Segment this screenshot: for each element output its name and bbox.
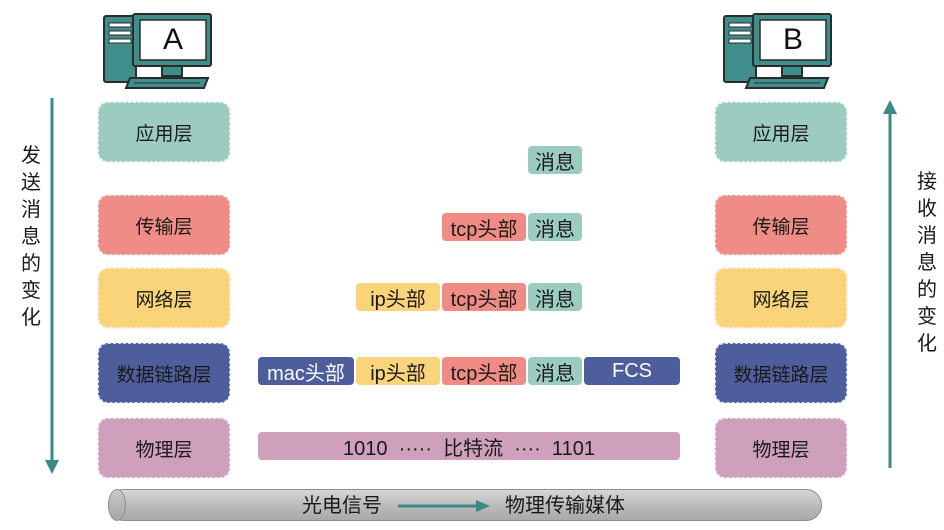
layer-b-network: 网络层 (715, 268, 847, 328)
link-fcs-block: FCS (584, 357, 680, 385)
host-b-label: B (782, 23, 803, 56)
transport-message-block: 消息 (528, 213, 582, 241)
computer-b: B (720, 12, 832, 90)
layer-a-datalink: 数据链路层 (98, 343, 230, 403)
link-tcp-header-block: tcp头部 (442, 357, 526, 385)
network-message-block: 消息 (528, 283, 582, 311)
medium-end-cap (108, 489, 126, 521)
medium-left-label: 光电信号 (302, 493, 382, 517)
layer-b-application: 应用层 (715, 102, 847, 162)
receive-caption: 接收消息的变化 (917, 169, 937, 355)
send-arrow-icon (45, 98, 59, 474)
layer-b-datalink: 数据链路层 (715, 343, 847, 403)
physical-bitstream-block: 1010 ····· 比特流 ···· 1101 (258, 432, 680, 460)
network-ip-header-block: ip头部 (356, 283, 440, 311)
layer-b-transport: 传输层 (715, 195, 847, 255)
network-tcp-header-block: tcp头部 (442, 283, 526, 311)
layer-b-physical: 物理层 (715, 418, 847, 478)
layer-a-transport: 传输层 (98, 195, 230, 255)
link-mac-header-block: mac头部 (258, 357, 354, 385)
app-message-block: 消息 (528, 146, 582, 174)
computer-a: A (100, 12, 212, 90)
link-message-block: 消息 (528, 357, 582, 385)
receive-arrow-icon (883, 100, 897, 468)
layer-a-physical: 物理层 (98, 418, 230, 478)
host-a-label: A (162, 23, 183, 56)
layer-a-network: 网络层 (98, 268, 230, 328)
medium-arrow-icon (398, 500, 490, 512)
link-ip-header-block: ip头部 (356, 357, 440, 385)
layer-a-application: 应用层 (98, 102, 230, 162)
send-caption: 发送消息的变化 (21, 143, 41, 329)
transport-tcp-header-block: tcp头部 (442, 213, 526, 241)
medium-right-label: 物理传输媒体 (505, 493, 625, 517)
computer-icon (103, 13, 212, 89)
computer-icon (723, 13, 832, 89)
